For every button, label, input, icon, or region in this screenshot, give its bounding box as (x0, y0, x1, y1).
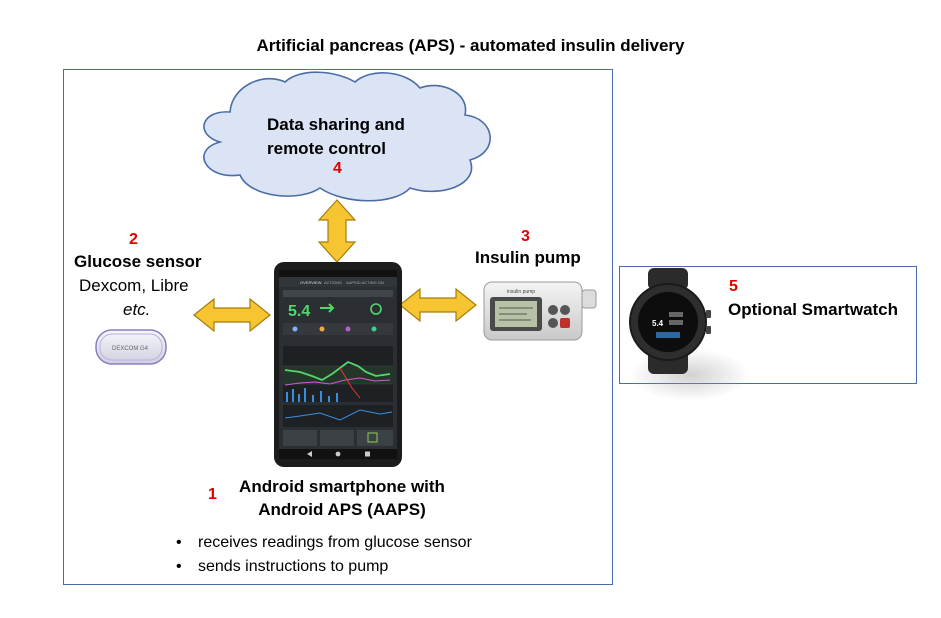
phone-title-line2: Android APS (AAPS) (258, 500, 426, 519)
smartwatch-box (619, 266, 917, 384)
sensor-brands: Dexcom, Libre (79, 276, 189, 295)
pump-number: 3 (521, 228, 530, 245)
cloud-shape (203, 71, 491, 202)
phone-title: Android smartphone with Android APS (AAP… (230, 475, 454, 521)
smartwatch-icon: 5.4 (629, 268, 711, 374)
diagram-title: Artificial pancreas (APS) - automated in… (256, 36, 685, 55)
phone-tab-aaps: AAPSID ACTING ON (346, 280, 384, 285)
list-item: receives readings from glucose sensor (172, 531, 472, 555)
arrow-phone-pump (399, 287, 477, 323)
arrow-sensor-phone (193, 297, 271, 333)
arrow-cloud-phone (317, 199, 357, 263)
android-phone-icon: OVERVIEW ACTIONS AAPSID ACTING ON 5.4 (274, 262, 402, 467)
sensor-etc: etc. (123, 300, 151, 319)
phone-tab-actions: ACTIONS (324, 280, 342, 285)
svg-text:insulin pump: insulin pump (507, 289, 535, 295)
phone-functions-list: receives readings from glucose sensor se… (172, 531, 472, 579)
sensor-number: 2 (129, 231, 138, 248)
sensor-title: Glucose sensor (74, 252, 202, 271)
list-item: sends instructions to pump (172, 555, 472, 579)
phone-tab-overview: OVERVIEW (300, 280, 322, 285)
aps-system-box (63, 69, 613, 585)
cloud-label-line1: Data sharing and (267, 115, 405, 134)
insulin-pump-device-icon: insulin pump (483, 281, 597, 341)
cloud-label-line2: remote control (267, 139, 387, 158)
svg-text:5.4: 5.4 (652, 319, 664, 328)
svg-text:DEXCOM G4: DEXCOM G4 (112, 346, 149, 352)
glucose-sensor-device-icon: DEXCOM G4 (95, 329, 167, 365)
cloud-label: Data sharing and remote control (267, 113, 405, 161)
watch-number: 5 (729, 278, 738, 295)
phone-number: 1 (208, 486, 217, 503)
cloud-number: 4 (333, 160, 342, 177)
phone-title-line1: Android smartphone with (239, 477, 445, 496)
pump-title: Insulin pump (475, 248, 581, 267)
phone-bg-value: 5.4 (288, 303, 310, 320)
watch-title: Optional Smartwatch (728, 300, 899, 319)
